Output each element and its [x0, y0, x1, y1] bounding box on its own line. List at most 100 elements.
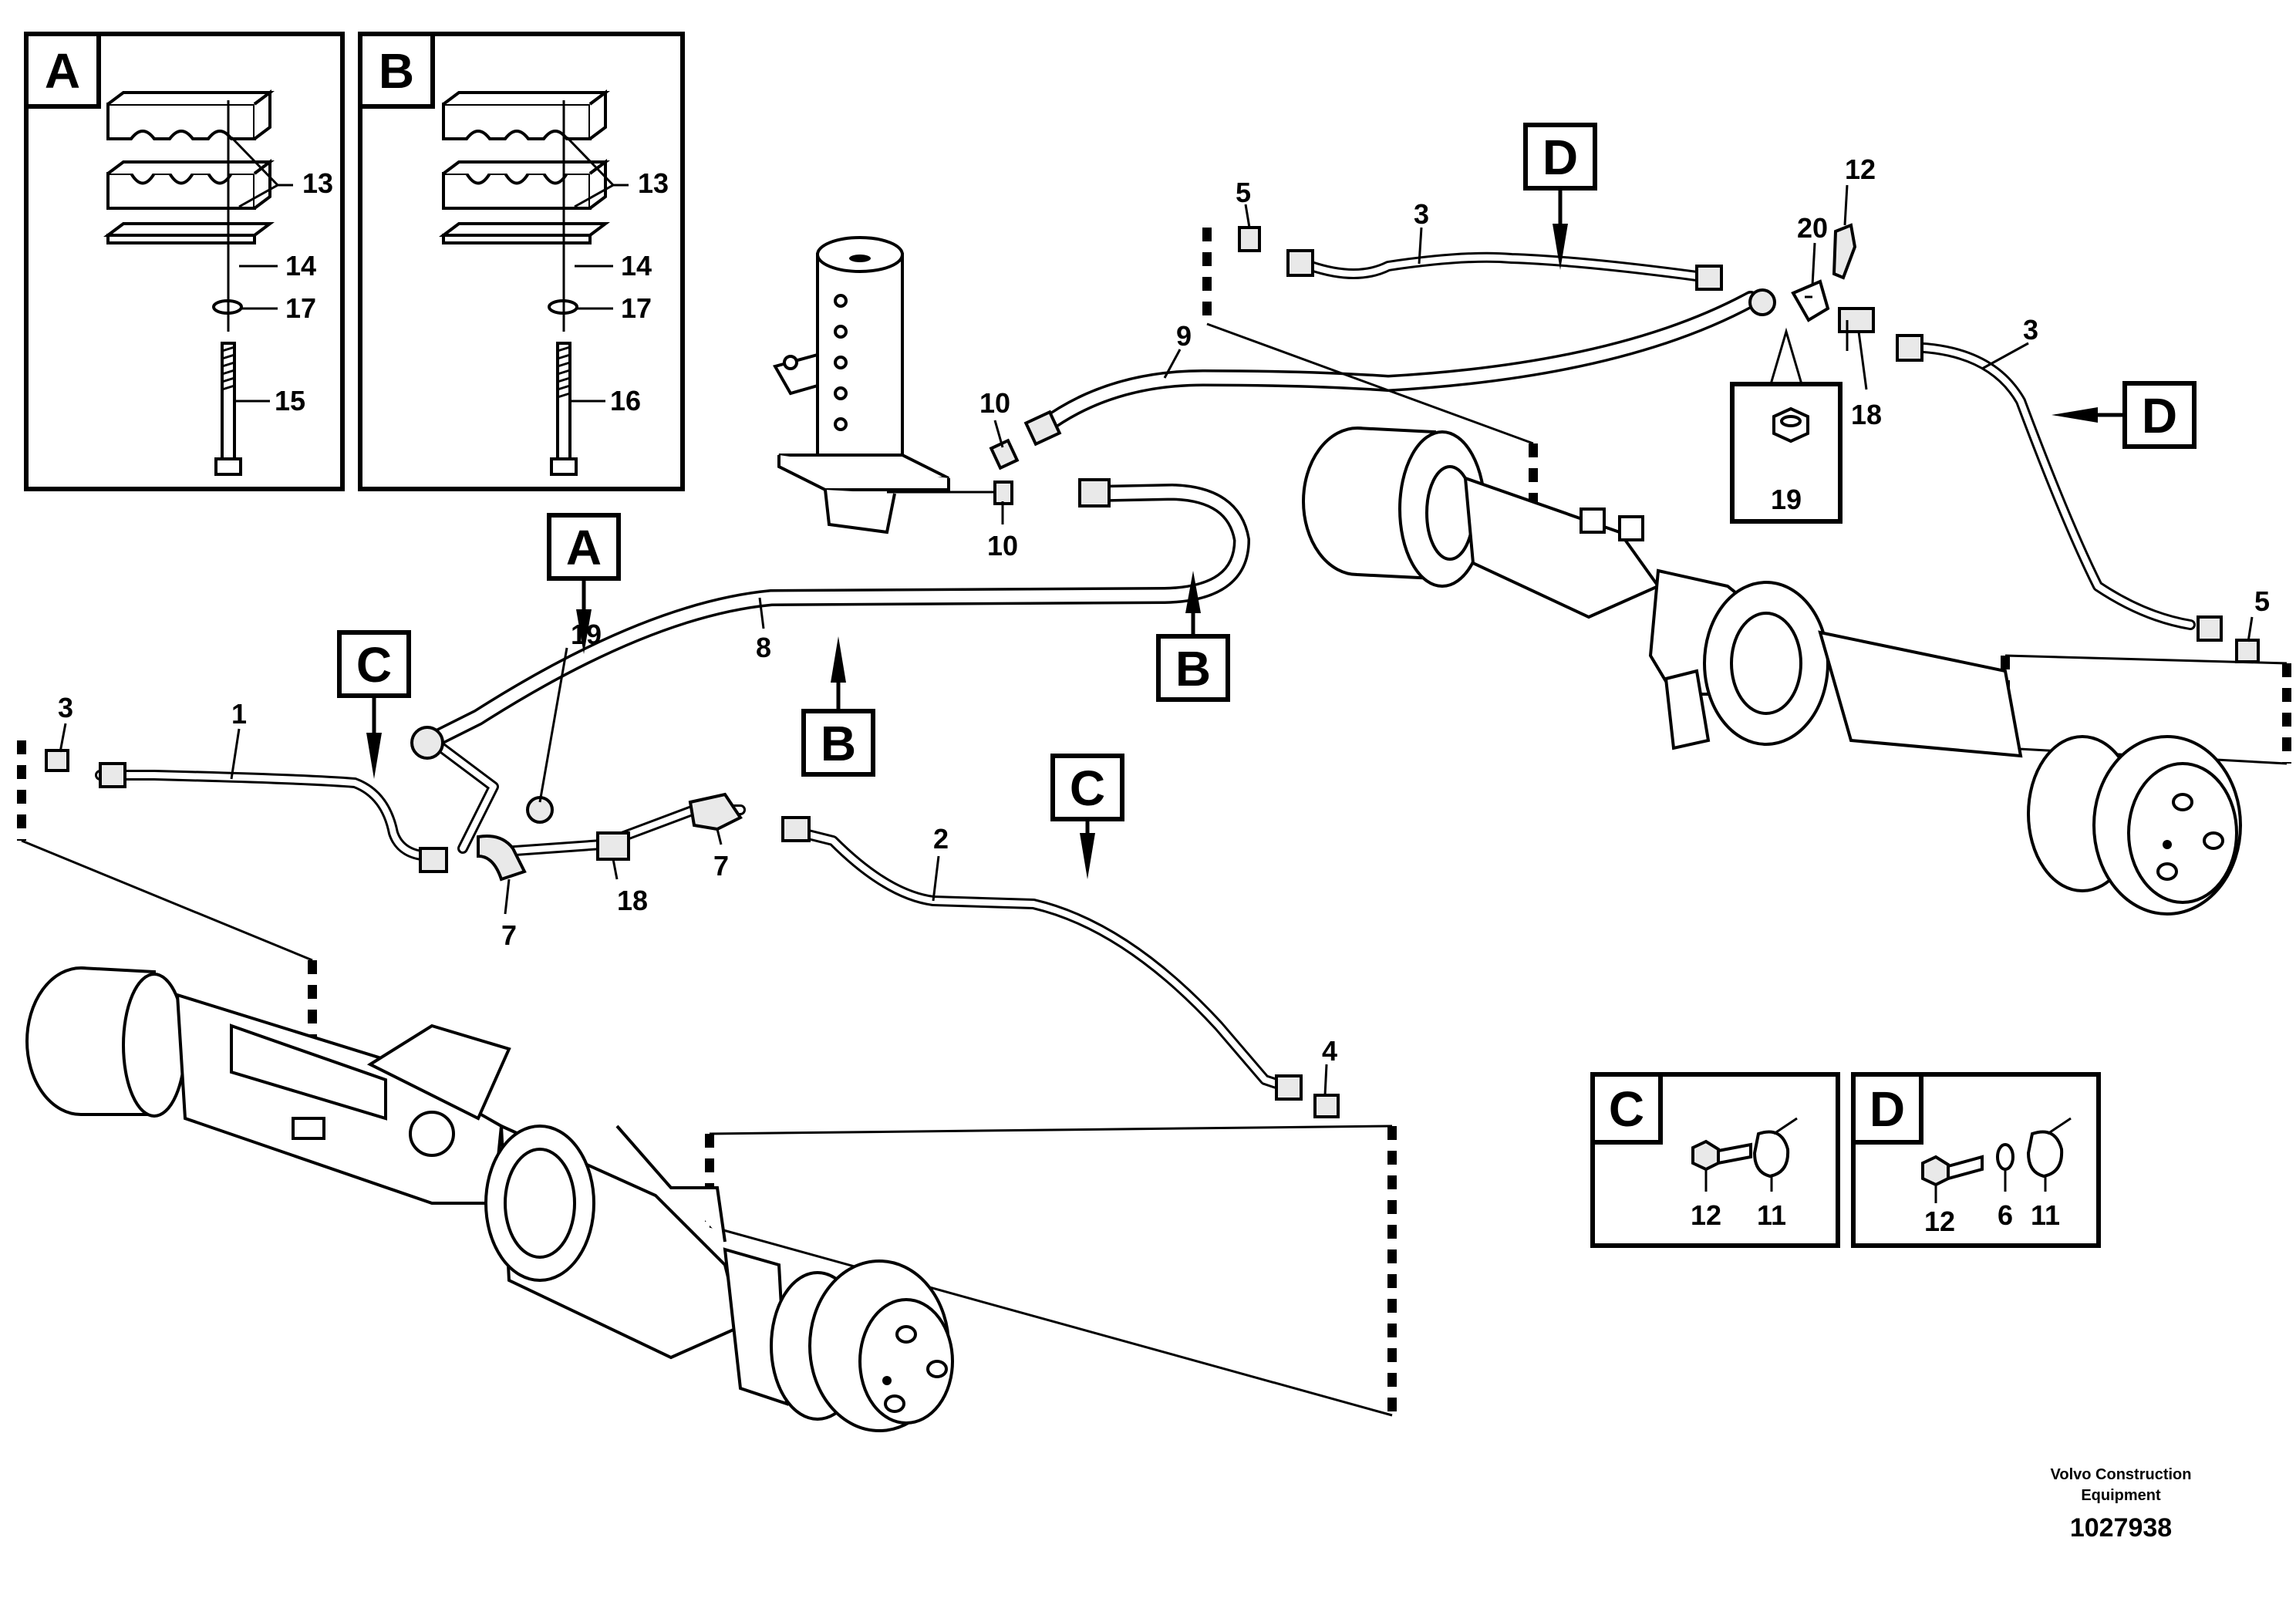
callout-d-right-frame: [2122, 381, 2197, 449]
hose-9: [1037, 291, 1759, 434]
label-6: 6: [1998, 1199, 2013, 1231]
detail-box-d: D 12 6 11: [1851, 1072, 2101, 1248]
detail-box-a: A 13 14 17 15: [24, 32, 345, 491]
label-19b: 19: [1771, 484, 1802, 515]
callout-b-main-letter: B: [1175, 641, 1211, 696]
tee-18-left: [596, 831, 630, 861]
pipe-3-right: [1900, 342, 2196, 630]
leader-13a: [230, 136, 293, 208]
label-20: 20: [1797, 212, 1828, 244]
detail-box-b: B 13 14 17 16: [358, 32, 685, 491]
label-10-lower: 10: [987, 530, 1018, 561]
detail-box-c-letter: C: [1609, 1081, 1644, 1137]
label-14a: 14: [285, 250, 316, 282]
pipe-1: [95, 770, 437, 862]
label-14b: 14: [621, 250, 652, 282]
callout-a-main: A: [547, 513, 621, 654]
ref-line-2: [709, 1125, 1393, 1135]
callout-c-left: C: [337, 630, 411, 779]
label-15: 15: [275, 385, 305, 416]
fitting-1-end: [419, 847, 448, 873]
elbow-8-left: [410, 726, 444, 760]
bolt-12-c-head: [1691, 1139, 1720, 1172]
ref-line-4: [1206, 322, 1534, 445]
label-17b: 17: [621, 292, 652, 324]
detail-box-c-letter-frame: [1590, 1072, 1663, 1145]
clip-11-c: [1752, 1130, 1790, 1179]
elbow-7-left: [477, 835, 527, 882]
callout-c-left-letter: C: [356, 637, 392, 693]
clip-11-d: [2026, 1130, 2064, 1179]
bolt-12-top: [1832, 223, 1857, 280]
ref-line-5: [2004, 654, 2288, 665]
fitting-1-start: [99, 762, 126, 788]
label-12-top: 12: [1845, 153, 1876, 185]
fitting-3-right: [1896, 334, 1923, 362]
leader-13b: [565, 136, 629, 208]
nut-9-end: [1748, 288, 1776, 316]
callout-b-lower-letter: B: [821, 716, 856, 771]
label-19-main: 19: [571, 619, 602, 650]
label-8: 8: [756, 632, 771, 663]
callout-a-main-letter: A: [566, 520, 602, 575]
part-labels: 5 3 12 20 3 18 5 9 10 10 8 19 3 1 7 18 7…: [58, 153, 2270, 1067]
callout-d-right-letter: D: [2142, 388, 2177, 443]
leader-lines: [59, 184, 2254, 1096]
plate-b: [439, 222, 610, 244]
detail-19-box-frame: [1730, 382, 1843, 524]
pipe-3-upper: [1290, 251, 1702, 282]
label-11d: 11: [2031, 1199, 2060, 1231]
detail-box-d-letter: D: [1870, 1081, 1905, 1137]
washer-6: [1996, 1143, 2014, 1171]
label-2: 2: [933, 823, 949, 855]
fitting-5-right: [2235, 639, 2260, 663]
detail-box-d-letter-frame: [1851, 1072, 1923, 1145]
label-5-top: 5: [1236, 177, 1251, 208]
fitting-2-start: [1275, 1074, 1303, 1101]
label-7-left: 7: [501, 919, 517, 951]
label-16: 16: [610, 385, 641, 416]
callout-d-right: D: [2052, 381, 2197, 449]
fitting-5-top: [1238, 226, 1261, 252]
pipe-connector-left: [426, 735, 499, 854]
detail-box-a-letter-frame: [24, 32, 101, 109]
ref-line-3: [709, 1225, 1393, 1417]
detail-box-b-letter: B: [379, 43, 414, 99]
footer: Volvo Construction Equipment 1027938: [2051, 1466, 2192, 1543]
pipe-2: [781, 824, 1293, 1093]
detail-box-b-letter-frame: [358, 32, 435, 109]
label-3-right: 3: [2023, 314, 2038, 346]
bracket-20: [1791, 279, 1830, 322]
elbow-7-right: [688, 792, 743, 831]
swivel-valve: [772, 236, 950, 534]
ref-line-1: [21, 839, 313, 962]
fittings: [45, 223, 2260, 1118]
fitting-10-lower: [993, 481, 1013, 505]
company-name-line1: Volvo Construction: [2051, 1466, 2192, 1483]
label-7-right: 7: [713, 850, 729, 882]
fitting-3-mid: [1695, 265, 1723, 291]
callout-b-lower: B: [801, 636, 875, 777]
fitting-2-end: [781, 816, 811, 842]
bolt-12-c-shank: [1717, 1142, 1752, 1165]
plate-a: [103, 222, 275, 244]
label-1: 1: [231, 698, 247, 730]
label-13a: 13: [302, 167, 333, 199]
label-17a: 17: [285, 292, 316, 324]
callout-c-right-frame: [1050, 754, 1124, 821]
fitting-10-upper: [989, 438, 1020, 470]
fitting-4: [1313, 1094, 1340, 1118]
label-12c: 12: [1691, 1199, 1721, 1231]
label-5-right: 5: [2254, 585, 2270, 617]
callout-d-top-letter: D: [1542, 130, 1578, 185]
label-12d: 12: [1924, 1206, 1955, 1237]
label-18-left: 18: [617, 885, 648, 916]
callout-d-top: D: [1523, 123, 1597, 270]
fitting-3-left: [45, 749, 69, 772]
rear-axle: [1302, 427, 2242, 916]
callout-c-right: C: [1050, 754, 1124, 879]
detail-box-c: C 12 11: [1590, 1072, 1840, 1248]
label-13b: 13: [638, 167, 669, 199]
callout-b-lower-frame: [801, 709, 875, 777]
